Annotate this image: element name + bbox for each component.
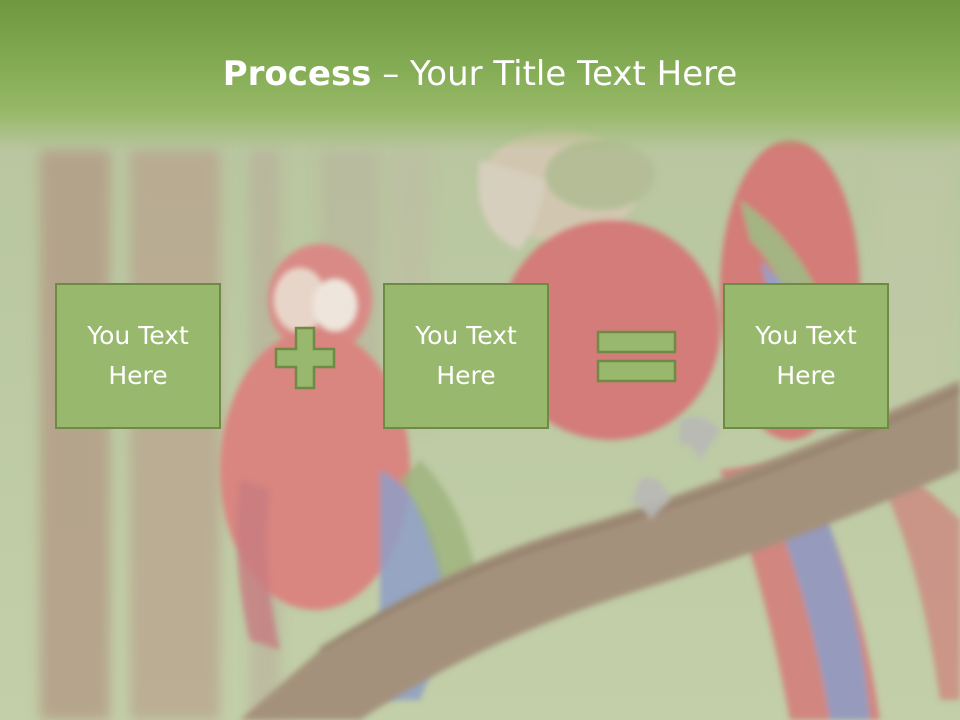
process-box-1-text: You Text Here	[87, 321, 189, 390]
title-bold: Process	[222, 54, 372, 94]
process-box-2[interactable]: You Text Here	[383, 283, 549, 429]
process-box-2-text: You Text Here	[415, 321, 517, 390]
process-box-3-text: You Text Here	[755, 321, 857, 390]
process-box-3[interactable]: You Text Here	[723, 283, 889, 429]
process-box-1[interactable]: You Text Here	[55, 283, 221, 429]
equals-icon	[596, 330, 677, 383]
slide-title: Process – Your Title Text Here	[0, 52, 960, 96]
title-rest: – Your Title Text Here	[371, 54, 738, 94]
title-bar	[0, 0, 960, 150]
plus-icon	[274, 326, 336, 390]
